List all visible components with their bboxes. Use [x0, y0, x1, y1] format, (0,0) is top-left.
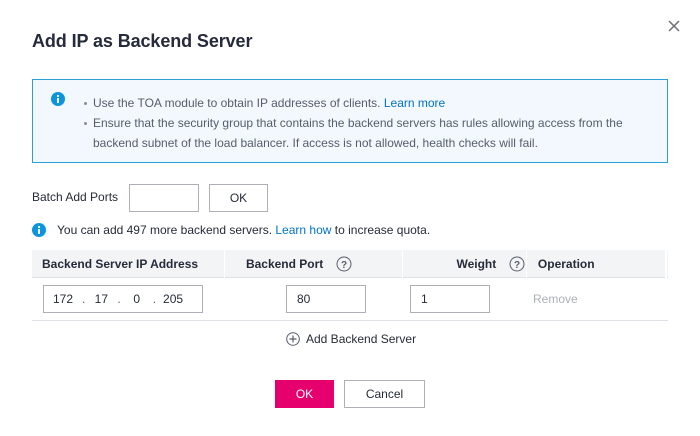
info-icon: [32, 223, 46, 237]
info-icon: [51, 92, 65, 106]
add-backend-server-button[interactable]: Add Backend Server: [286, 332, 416, 346]
notice-box: Use the TOA module to obtain IP addresse…: [32, 79, 668, 163]
remove-link[interactable]: Remove: [533, 292, 578, 306]
close-icon: [668, 20, 680, 32]
table-header: Backend Server IP Address Backend Port ?…: [32, 250, 668, 278]
quota-text-after: to increase quota.: [331, 223, 431, 237]
header-weight: Weight ?: [402, 250, 525, 278]
svg-text:?: ?: [514, 260, 520, 271]
ip-separator: .: [82, 292, 86, 306]
notice-item: Ensure that the security group that cont…: [84, 113, 663, 153]
svg-text:?: ?: [341, 260, 347, 271]
close-button[interactable]: [666, 18, 682, 34]
help-icon[interactable]: ?: [336, 256, 352, 272]
ip-octet-3[interactable]: 0: [133, 292, 141, 306]
backend-port-input[interactable]: 80: [286, 285, 366, 313]
column-divider: [665, 250, 667, 278]
ip-separator: .: [152, 292, 157, 306]
ip-octet-1[interactable]: 172: [52, 292, 74, 306]
weight-input[interactable]: 1: [410, 285, 490, 313]
quota-info: You can add 497 more backend servers. Le…: [32, 222, 430, 238]
quota-text: You can add 497 more backend servers.: [57, 223, 276, 237]
add-backend-label: Add Backend Server: [306, 332, 417, 346]
dialog-title: Add IP as Backend Server: [32, 31, 253, 51]
batch-ok-button[interactable]: OK: [209, 184, 268, 212]
learn-how-link[interactable]: Learn how: [275, 223, 332, 237]
ok-button[interactable]: OK: [275, 380, 334, 408]
help-icon[interactable]: ?: [509, 256, 525, 272]
learn-more-link[interactable]: Learn more: [383, 96, 446, 110]
ip-separator: .: [117, 292, 121, 306]
plus-circle-icon: [286, 332, 300, 346]
table-row: 172 . 17 . 0 . 205 80 1 Remove: [32, 278, 668, 321]
header-port: Backend Port ?: [223, 250, 403, 278]
ip-address-input[interactable]: 172 . 17 . 0 . 205: [43, 285, 203, 313]
notice-list: Use the TOA module to obtain IP addresse…: [84, 93, 663, 153]
cancel-button[interactable]: Cancel: [344, 380, 425, 408]
backend-server-table: Backend Server IP Address Backend Port ?…: [32, 250, 668, 321]
header-ip: Backend Server IP Address: [42, 257, 199, 271]
batch-add-ports-label: Batch Add Ports: [32, 190, 119, 204]
batch-add-ports-input[interactable]: [129, 184, 199, 212]
ip-octet-4[interactable]: 205: [163, 292, 184, 306]
notice-item: Use the TOA module to obtain IP addresse…: [84, 93, 663, 113]
ip-octet-2[interactable]: 17: [94, 292, 109, 306]
header-operation: Operation: [525, 250, 668, 278]
